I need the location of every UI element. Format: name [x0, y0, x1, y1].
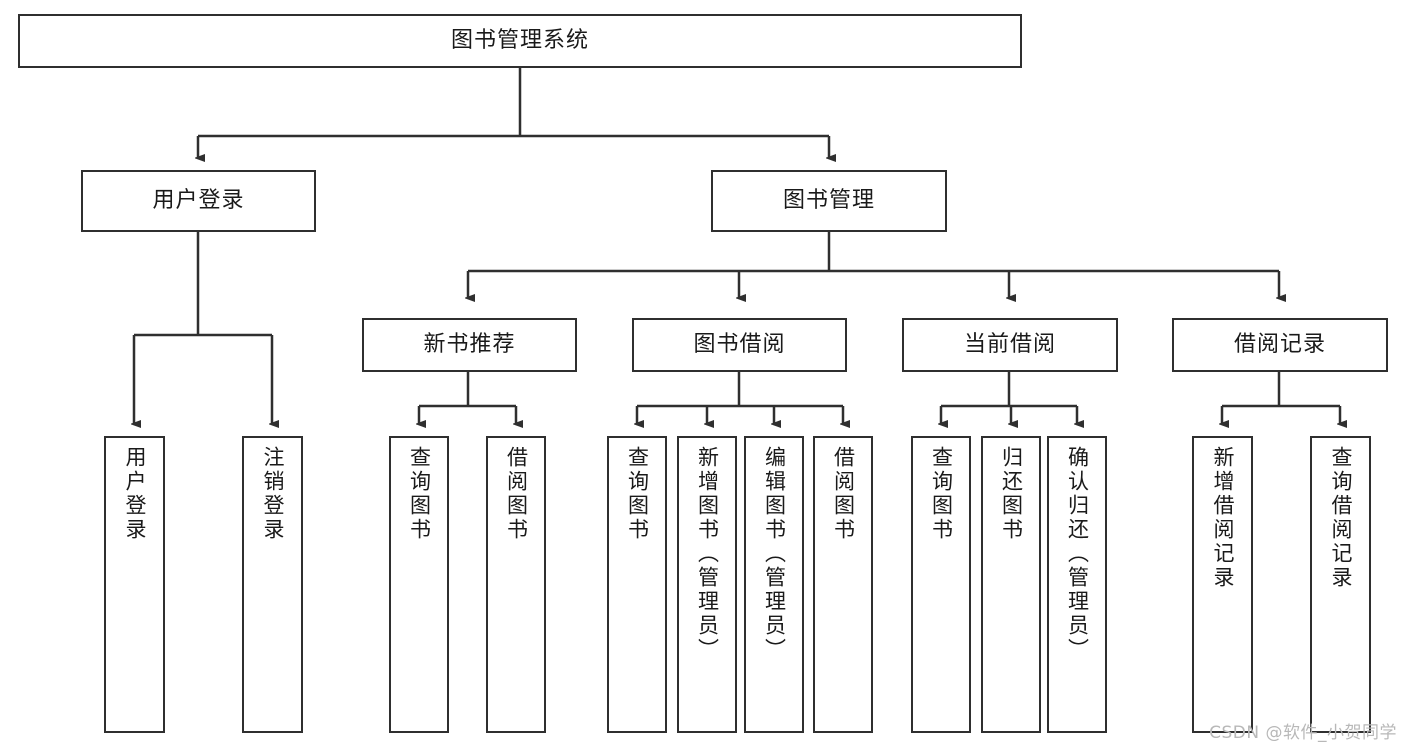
node-new-book-recommendation[interactable]: 新书推荐	[362, 318, 577, 372]
node-label: 查询图书	[929, 446, 954, 542]
node-borrowing-record[interactable]: 借阅记录	[1172, 318, 1388, 372]
node-label: 用户登录	[123, 446, 147, 542]
node-leaf-query-books-recommend[interactable]: 查询图书	[389, 436, 449, 733]
node-root-book-management-system[interactable]: 图书管理系统	[18, 14, 1022, 68]
node-label: 图书管理系统	[450, 27, 589, 53]
node-label: 编辑图书（管理员）	[762, 446, 787, 662]
node-label: 归还图书	[999, 446, 1024, 542]
node-leaf-add-book-admin[interactable]: 新增图书（管理员）	[677, 436, 737, 733]
watermark: CSDN @软件_小贺同学	[1209, 723, 1397, 743]
node-leaf-user-login[interactable]: 用户登录	[104, 436, 165, 733]
node-leaf-query-books-borrow[interactable]: 查询图书	[607, 436, 667, 733]
node-leaf-borrow-books[interactable]: 借阅图书	[813, 436, 873, 733]
node-label: 当前借阅	[963, 331, 1056, 357]
node-label: 查询借阅记录	[1329, 446, 1353, 590]
node-leaf-add-borrow-record[interactable]: 新增借阅记录	[1192, 436, 1253, 733]
node-label: 查询图书	[407, 446, 432, 542]
node-leaf-logout[interactable]: 注销登录	[242, 436, 303, 733]
node-current-borrowing[interactable]: 当前借阅	[902, 318, 1118, 372]
node-leaf-confirm-return-admin[interactable]: 确认归还（管理员）	[1047, 436, 1107, 733]
node-label: 用户登录	[152, 187, 245, 213]
node-book-borrowing[interactable]: 图书借阅	[632, 318, 847, 372]
node-label: 借阅记录	[1233, 331, 1326, 357]
node-label: 查询图书	[625, 446, 650, 542]
node-label: 确认归还（管理员）	[1065, 446, 1090, 662]
node-label: 新增图书（管理员）	[695, 446, 720, 662]
node-leaf-edit-book-admin[interactable]: 编辑图书（管理员）	[744, 436, 804, 733]
node-user-login[interactable]: 用户登录	[81, 170, 316, 232]
node-label: 图书管理	[782, 187, 875, 213]
node-book-management[interactable]: 图书管理	[711, 170, 947, 232]
node-label: 借阅图书	[504, 446, 529, 542]
node-label: 借阅图书	[831, 446, 856, 542]
node-label: 新增借阅记录	[1211, 446, 1235, 590]
node-leaf-query-books-current[interactable]: 查询图书	[911, 436, 971, 733]
node-label: 新书推荐	[423, 331, 516, 357]
node-leaf-borrow-books-recommend[interactable]: 借阅图书	[486, 436, 546, 733]
node-leaf-query-borrow-record[interactable]: 查询借阅记录	[1310, 436, 1371, 733]
node-label: 图书借阅	[693, 331, 786, 357]
node-leaf-return-books[interactable]: 归还图书	[981, 436, 1041, 733]
node-label: 注销登录	[261, 446, 285, 542]
